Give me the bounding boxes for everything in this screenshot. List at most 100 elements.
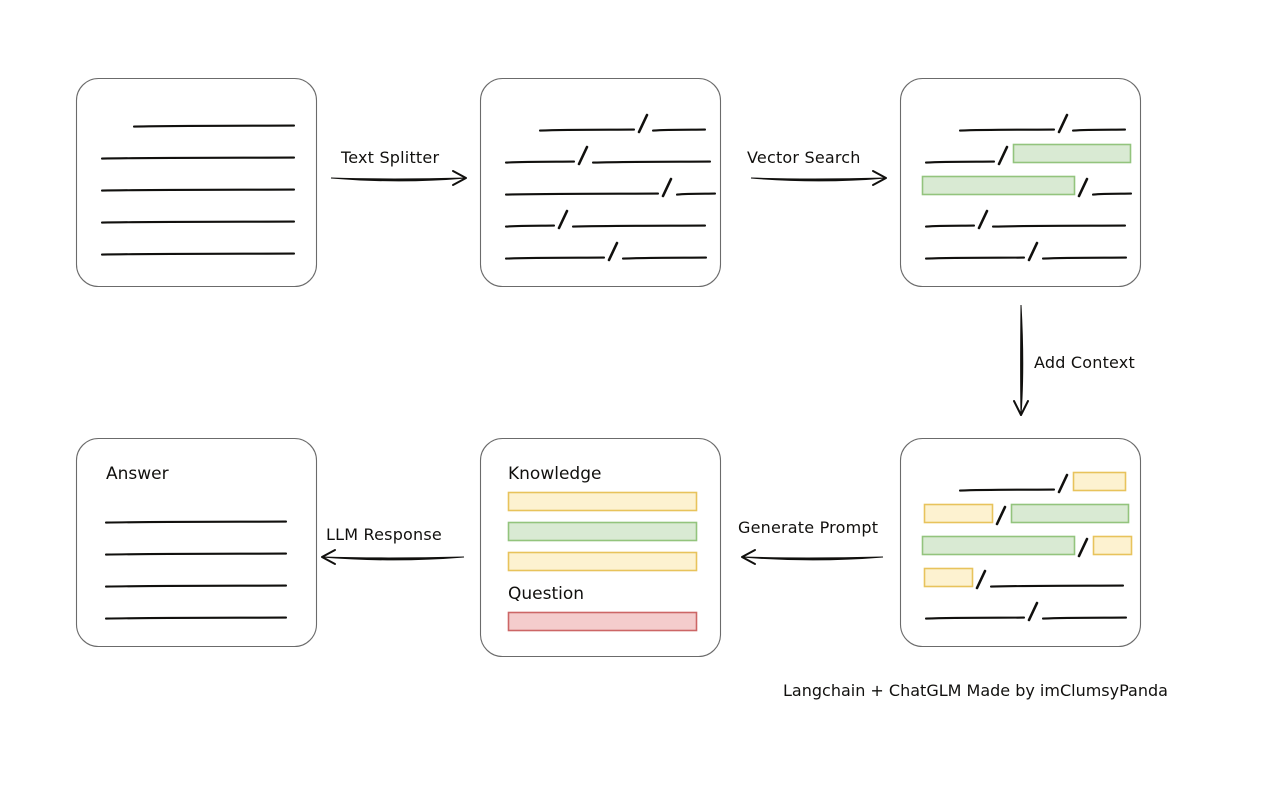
text-line	[675, 192, 717, 196]
chunk-separator	[577, 145, 589, 166]
arrow-text-splitter-shaft	[330, 177, 467, 182]
question-bar	[507, 611, 698, 632]
split-chunks-frame	[479, 77, 722, 288]
split-chunks-box	[479, 77, 722, 288]
text-line	[571, 224, 707, 228]
chunk-separator	[995, 505, 1007, 526]
chunk-separator	[997, 145, 1009, 166]
arrow-generate-prompt-shaft	[741, 556, 884, 561]
text-line	[104, 552, 288, 556]
text-line	[104, 616, 288, 620]
context-chunk-bar	[923, 503, 994, 524]
text-line	[924, 256, 1026, 260]
arrow-vector-search-head	[872, 170, 887, 186]
arrow-generate-prompt-head	[741, 549, 756, 565]
matched-chunk-bar	[1012, 143, 1132, 164]
text-line	[989, 584, 1125, 588]
text-line	[591, 160, 712, 164]
matched-chunk-bar-fill	[1010, 503, 1130, 524]
matched-chunk-bar	[921, 175, 1076, 196]
knowledge-bar-fill	[507, 491, 698, 512]
chunk-separator	[977, 209, 989, 230]
chunk-separator	[637, 113, 649, 134]
context-chunk-bar	[1072, 471, 1127, 492]
chunk-separator	[661, 177, 673, 198]
text-line	[100, 252, 296, 256]
context-chunk-bar	[1092, 535, 1133, 556]
chunk-separator	[607, 241, 619, 262]
knowledge-bar	[507, 521, 698, 542]
context-added-box	[899, 437, 1142, 648]
question-title: Question	[508, 584, 585, 604]
context-chunk-bar-fill	[923, 567, 974, 588]
source-document-frame	[75, 77, 318, 288]
text-line	[504, 224, 556, 228]
arrow-vector-search-shaft	[750, 177, 887, 182]
arrow-vector-search	[750, 170, 887, 186]
text-line	[991, 224, 1127, 228]
context-chunk-bar-fill	[1092, 535, 1133, 556]
chunk-separator	[557, 209, 569, 230]
arrow-label-llm-response: LLM Response	[326, 525, 442, 544]
text-line	[504, 256, 606, 260]
arrow-add-context	[1013, 304, 1029, 416]
arrow-llm-response	[321, 549, 465, 565]
vector-matches-box	[899, 77, 1142, 288]
arrow-generate-prompt	[741, 549, 884, 565]
chunk-separator	[1077, 537, 1089, 558]
prompt-box	[479, 437, 722, 658]
context-chunk-bar	[923, 567, 974, 588]
arrow-label-add-context: Add Context	[1034, 353, 1135, 372]
knowledge-bar-fill	[507, 551, 698, 572]
chunk-separator	[1057, 473, 1069, 494]
text-line	[504, 192, 660, 196]
text-line	[538, 128, 636, 132]
text-line	[100, 220, 296, 224]
knowledge-bar-fill	[507, 521, 698, 542]
answer-frame	[75, 437, 318, 648]
text-line	[924, 160, 996, 164]
text-line	[132, 124, 296, 128]
answer-box	[75, 437, 318, 648]
matched-chunk-bar-fill	[921, 535, 1076, 556]
arrow-label-text-splitter: Text Splitter	[341, 148, 440, 167]
chunk-separator	[1027, 601, 1039, 622]
text-line	[621, 256, 708, 260]
text-line	[100, 156, 296, 160]
context-chunk-bar-fill	[923, 503, 994, 524]
source-document-box	[75, 77, 318, 288]
answer-title: Answer	[106, 464, 169, 484]
text-line	[1091, 192, 1133, 196]
footer-credit: Langchain + ChatGLM Made by imClumsyPand…	[783, 681, 1168, 700]
knowledge-title: Knowledge	[508, 464, 602, 484]
arrow-label-generate-prompt: Generate Prompt	[738, 518, 879, 537]
arrow-llm-response-head	[321, 549, 336, 565]
text-line	[1071, 128, 1127, 132]
text-line	[924, 224, 976, 228]
chunk-separator	[1027, 241, 1039, 262]
text-line	[1041, 256, 1128, 260]
knowledge-bar	[507, 491, 698, 512]
text-line	[100, 188, 296, 192]
arrow-text-splitter-head	[452, 170, 467, 186]
text-line	[104, 520, 288, 524]
matched-chunk-bar	[921, 535, 1076, 556]
arrow-text-splitter	[330, 170, 467, 186]
arrow-label-vector-search: Vector Search	[747, 148, 861, 167]
text-line	[104, 584, 288, 588]
matched-chunk-bar	[1010, 503, 1130, 524]
arrow-add-context-shaft	[1020, 304, 1024, 416]
question-bar-fill	[507, 611, 698, 632]
matched-chunk-bar-fill	[1012, 143, 1132, 164]
context-chunk-bar-fill	[1072, 471, 1127, 492]
text-line	[924, 616, 1026, 620]
text-line	[1041, 616, 1128, 620]
text-line	[651, 128, 707, 132]
chunk-separator	[1057, 113, 1069, 134]
text-line	[958, 488, 1056, 492]
arrow-llm-response-shaft	[321, 556, 465, 561]
chunk-separator	[1077, 177, 1089, 198]
knowledge-bar	[507, 551, 698, 572]
